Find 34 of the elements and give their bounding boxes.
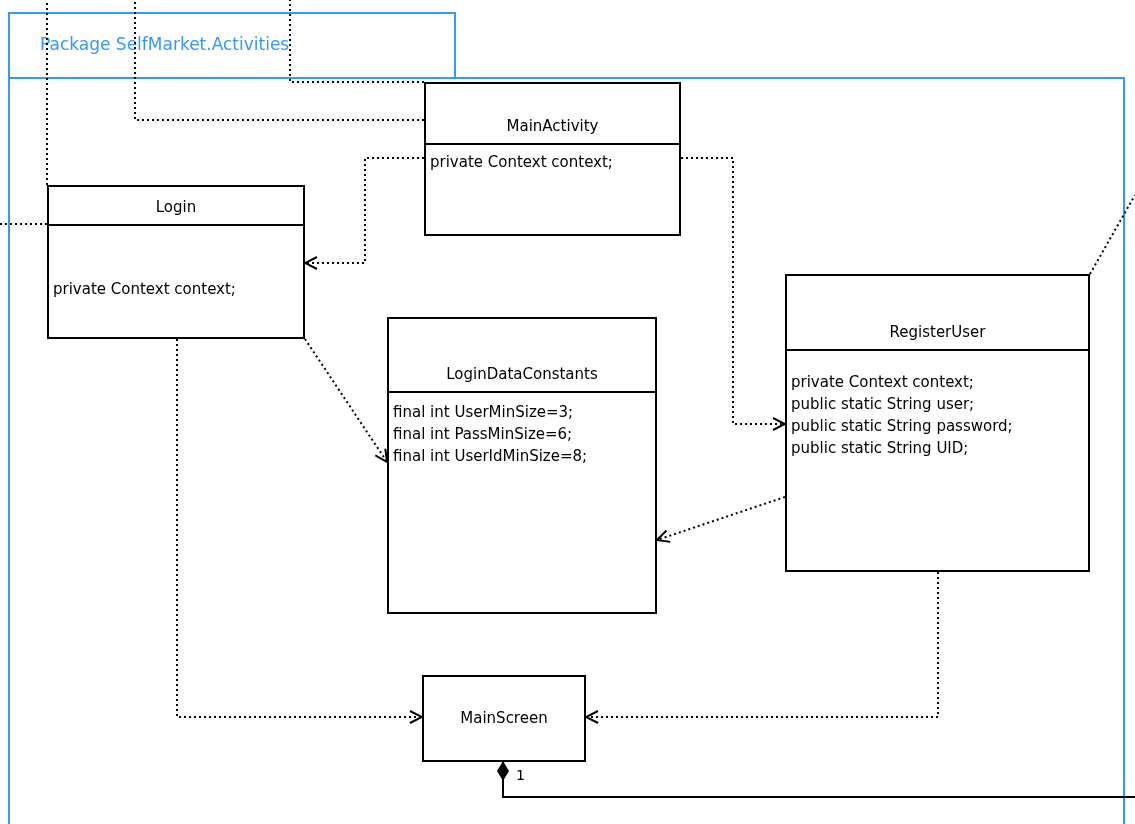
class-box: [422, 675, 586, 762]
attribute-text: public static String user;: [791, 394, 976, 415]
class-box: [387, 317, 657, 614]
attribute-text: private Context context;: [791, 372, 975, 393]
dependency-line: [134, 0, 425, 121]
attribute-text: final int UserMinSize=3;: [393, 402, 575, 423]
attribute-text: final int PassMinSize=6;: [393, 424, 574, 445]
class-name: Login: [155, 196, 197, 218]
dependency-arrow: [304, 157, 425, 270]
dependency-arrow: [176, 338, 423, 724]
composition-line: [497, 761, 1135, 798]
multiplicity-label: 1: [514, 768, 527, 782]
class-box: [785, 274, 1090, 572]
dependency-arrow: [680, 157, 786, 431]
class-name: RegisterUser: [889, 321, 986, 343]
attribute-text: private Context context;: [53, 279, 237, 300]
package-frame: [8, 12, 1125, 824]
dependency-line: [1089, 194, 1135, 275]
class-box: [424, 82, 681, 236]
dependency-line: [0, 223, 48, 225]
attribute-text: public static String UID;: [791, 438, 970, 459]
class-name: MainActivity: [506, 115, 599, 137]
package-name: Package SelfMarket.Activities: [40, 33, 290, 57]
dependency-line: [289, 0, 425, 83]
attribute-text: final int UserIdMinSize=8;: [393, 446, 589, 467]
dependency-arrow: [656, 496, 786, 543]
dependency-arrow: [304, 338, 388, 463]
class-name: LoginDataConstants: [446, 363, 598, 385]
dependency-line: [46, 0, 48, 186]
attribute-text: public static String password;: [791, 416, 1014, 437]
dependency-arrow: [585, 571, 939, 724]
attribute-text: private Context context;: [430, 152, 614, 173]
class-box: [47, 185, 305, 339]
class-name: MainScreen: [460, 708, 548, 730]
